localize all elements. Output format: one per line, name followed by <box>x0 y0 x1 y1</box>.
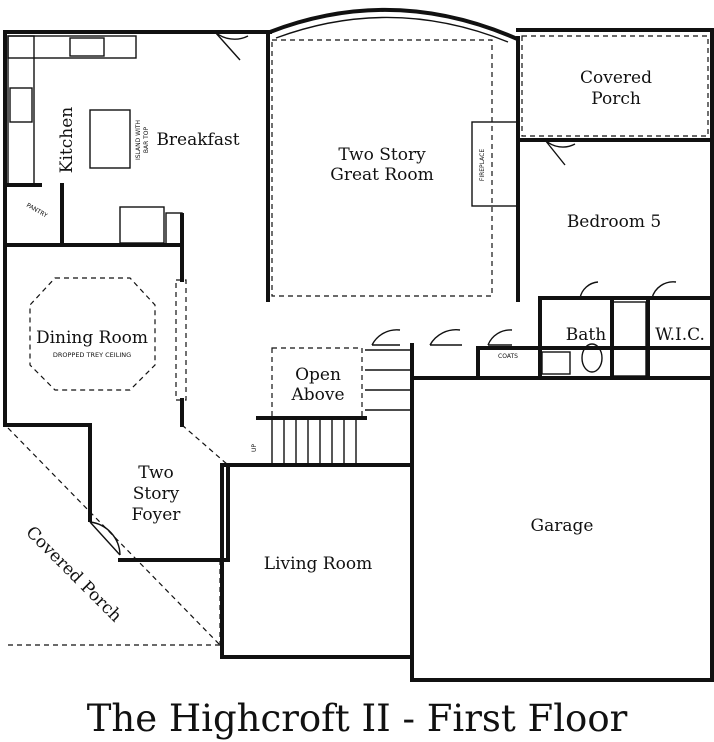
coats-label: COATS <box>498 353 518 360</box>
breakfast-label: Breakfast <box>156 130 239 150</box>
bath-label: Bath <box>566 325 606 345</box>
stairs <box>271 349 410 465</box>
fireplace <box>471 121 519 207</box>
kitchen-counters <box>7 35 183 246</box>
fireplace-label: FIREPLACE <box>479 149 486 181</box>
island-label-1: ISLAND WITH <box>135 120 142 160</box>
pantry-label: PANTRY <box>25 202 49 220</box>
sink <box>541 351 571 375</box>
foyer-label-1: Two <box>138 463 174 483</box>
open-above-label-2: Above <box>290 385 344 405</box>
bathtub <box>611 301 647 377</box>
covered-porch-left-label: Covered Porch <box>22 523 126 627</box>
great-room-label-1: Two Story <box>338 145 426 165</box>
covered-porch-top-label-1: Covered <box>580 68 652 88</box>
living-room-label: Living Room <box>264 554 372 574</box>
bay-window <box>267 7 518 41</box>
toilet <box>581 343 603 373</box>
plan-title: The Highcroft II - First Floor <box>87 697 628 740</box>
dining-label: Dining Room <box>36 328 148 348</box>
garage-label: Garage <box>531 516 594 536</box>
kitchen-label: Kitchen <box>57 107 77 173</box>
ceiling-lines <box>7 35 709 646</box>
great-room-label-2: Great Room <box>330 165 434 185</box>
covered-porch-top-label-2: Porch <box>591 89 641 109</box>
foyer-label-3: Foyer <box>132 505 182 525</box>
walls <box>3 28 714 682</box>
open-above-label-1: Open <box>295 365 341 385</box>
bedroom-label: Bedroom 5 <box>567 212 661 232</box>
up-label: UP <box>251 444 258 452</box>
foyer-label-2: Story <box>133 484 180 504</box>
island-label-2: BAR TOP <box>143 126 150 153</box>
dining-note: DROPPED TREY CEILING <box>53 351 131 359</box>
doors <box>89 31 677 556</box>
dining-ceiling <box>29 277 156 391</box>
wic-label: W.I.C. <box>655 325 705 345</box>
